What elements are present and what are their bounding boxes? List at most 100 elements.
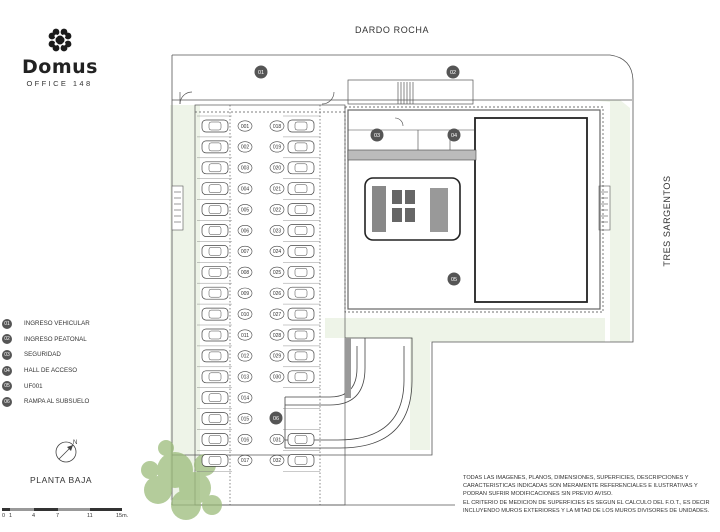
svg-text:014: 014 xyxy=(241,396,250,402)
parked-car-icon xyxy=(201,412,229,425)
parking-stall-label-left: 009 xyxy=(237,287,253,299)
disclaimer-line: CARACTERISTICAS INDICADAS SON MERAMENTE … xyxy=(463,483,698,490)
legend-label: RAMPA AL SUBSUELO xyxy=(24,398,90,406)
legend-number: 04 xyxy=(2,365,12,376)
parked-car-icon xyxy=(201,433,229,446)
parked-car-icon xyxy=(201,349,229,363)
parking-stall-label-left: 004 xyxy=(237,183,253,195)
street-label-right: TRES SARGENTOS xyxy=(662,175,672,267)
disclaimer-line: INCLUYENDO MUROS EXTERIORES Y LA MITAD D… xyxy=(463,507,710,514)
svg-text:003: 003 xyxy=(241,166,250,172)
legend-label: UF001 xyxy=(24,382,43,390)
pedestrian-entrance xyxy=(347,79,474,105)
svg-text:032: 032 xyxy=(273,458,282,464)
parked-car-icon xyxy=(201,307,229,321)
svg-text:002: 002 xyxy=(241,145,250,151)
area-marker-06: 06 xyxy=(269,411,283,425)
parked-car-icon xyxy=(287,370,315,384)
parked-car-icon xyxy=(287,119,315,133)
parked-car-icon xyxy=(287,433,315,446)
brand-subtitle: OFFICE 148 xyxy=(26,79,93,88)
svg-text:007: 007 xyxy=(241,249,250,255)
parking-stall-label-left: 006 xyxy=(237,225,253,237)
parking-stall-label-right: 019 xyxy=(269,141,285,153)
svg-text:024: 024 xyxy=(273,249,282,255)
svg-text:029: 029 xyxy=(273,354,282,360)
parking-stall-label-right: 029 xyxy=(269,350,285,362)
parking-stall-label-right: 030 xyxy=(269,371,285,383)
parking-stall-label-left: 008 xyxy=(237,266,253,278)
parking-stall-label-right: 021 xyxy=(269,183,285,195)
parking-stall-label-left: 014 xyxy=(237,392,253,404)
area-marker-05: 05 xyxy=(447,272,461,286)
parking-stall-label-right: 025 xyxy=(269,266,285,278)
parked-car-icon xyxy=(201,140,229,154)
svg-text:026: 026 xyxy=(273,291,282,297)
parking-stalls: 0010020030040050060070080090100110120130… xyxy=(197,115,320,472)
svg-text:012: 012 xyxy=(241,354,250,360)
parked-car-icon xyxy=(201,182,229,196)
area-marker-04: 04 xyxy=(447,128,461,142)
svg-text:013: 013 xyxy=(241,375,250,381)
svg-text:06: 06 xyxy=(273,416,279,422)
tree-illustration xyxy=(141,440,222,520)
svg-text:016: 016 xyxy=(241,437,250,443)
parked-car-icon xyxy=(201,370,229,384)
legend-number: 02 xyxy=(2,334,12,345)
parked-car-icon xyxy=(201,245,229,258)
svg-text:004: 004 xyxy=(241,187,250,193)
north-compass-icon: N xyxy=(55,440,77,463)
plan-title: PLANTA BAJA xyxy=(30,475,93,485)
scale-bar: 0 1 4 7 11 15m. xyxy=(2,508,130,528)
legend-number: 06 xyxy=(2,396,12,407)
svg-text:028: 028 xyxy=(273,333,282,339)
parked-car-icon xyxy=(287,454,315,467)
svg-text:006: 006 xyxy=(241,228,250,234)
parking-stall-label-right: 023 xyxy=(269,225,285,237)
scale-label: 15m. xyxy=(116,513,129,519)
parking-stall-label-right: 031 xyxy=(269,433,285,445)
vehicular-entrance xyxy=(179,91,335,105)
parking-stall-label-right: 022 xyxy=(269,204,285,216)
legend-label: INGRESO PEATONAL xyxy=(24,335,87,343)
disclaimer-line: EL CRITERIO DE MEDICION DE SUPERFICIES E… xyxy=(463,499,710,506)
ramp-to-basement xyxy=(284,337,413,449)
scale-label: 11 xyxy=(87,513,93,519)
domus-knot-logo-icon xyxy=(48,28,71,52)
street-label-top: DARDO ROCHA xyxy=(355,25,430,35)
svg-text:019: 019 xyxy=(273,145,282,151)
parking-stall-label-right: 020 xyxy=(269,162,285,174)
disclaimer-text: TODAS LAS IMAGENES, PLANOS, DIMENSIONES,… xyxy=(463,474,720,515)
parked-car-icon xyxy=(287,245,315,258)
area-marker-02: 02 xyxy=(446,65,460,79)
parking-stall-label-left: 002 xyxy=(237,141,253,153)
brand-name: Domus xyxy=(22,56,98,78)
svg-text:008: 008 xyxy=(241,270,250,276)
parking-stall-label-right: 032 xyxy=(269,454,285,466)
parking-stall-label-right: 024 xyxy=(269,245,285,257)
scale-label: 4 xyxy=(32,513,36,519)
parked-car-icon xyxy=(287,224,315,237)
parked-car-icon xyxy=(287,265,315,279)
parking-stall-label-left: 001 xyxy=(237,120,253,132)
legend-item: 06 RAMPA AL SUBSUELO xyxy=(2,394,90,410)
svg-text:027: 027 xyxy=(273,312,282,318)
parking-stall-label-right: 018 xyxy=(269,120,285,132)
svg-text:022: 022 xyxy=(273,207,282,213)
parked-car-icon xyxy=(201,265,229,279)
parking-stall-label-left: 010 xyxy=(237,308,253,320)
scale-label: 0 xyxy=(2,513,6,519)
svg-text:009: 009 xyxy=(241,291,250,297)
area-marker-01: 01 xyxy=(254,65,268,79)
parked-car-icon xyxy=(287,307,315,321)
parked-car-icon xyxy=(201,286,229,300)
parking-stall-label-right: 026 xyxy=(269,287,285,299)
parked-car-icon xyxy=(201,224,229,237)
scale-bar-segments xyxy=(2,508,122,511)
svg-text:030: 030 xyxy=(273,375,282,381)
svg-text:03: 03 xyxy=(374,133,380,139)
